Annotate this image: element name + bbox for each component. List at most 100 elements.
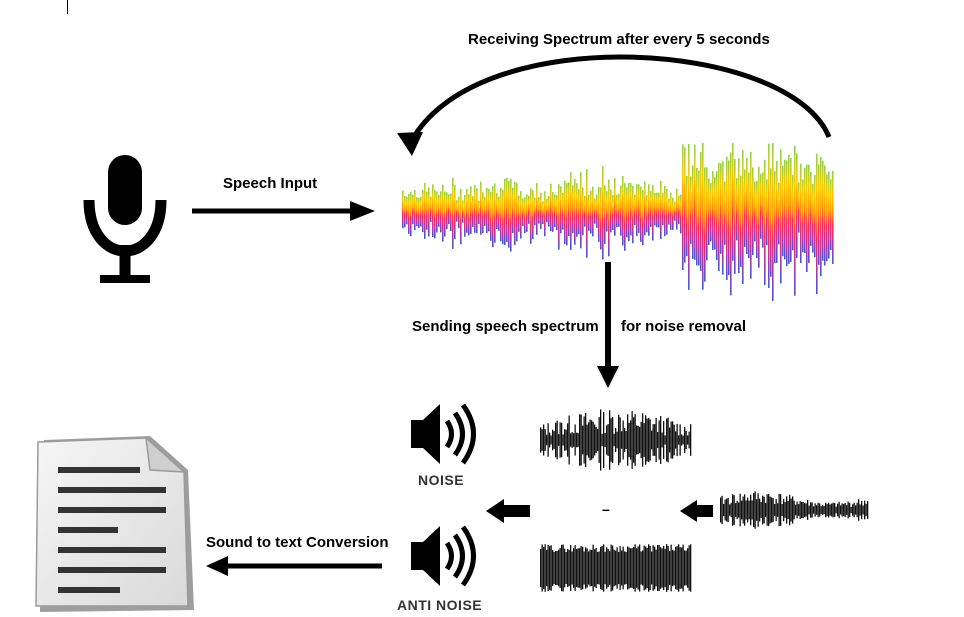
spectrum-bar bbox=[670, 192, 672, 230]
waveform-bar bbox=[678, 435, 680, 445]
waveform-bar bbox=[799, 501, 801, 519]
spectrum-bar bbox=[712, 171, 714, 251]
waveform-bar bbox=[678, 544, 680, 592]
waveform-bar bbox=[735, 503, 737, 517]
sending-spectrum-label: Sending speech spectrum bbox=[412, 318, 599, 335]
spectrum-bar bbox=[616, 195, 618, 228]
spectrum-bar bbox=[632, 185, 634, 244]
waveform-bar bbox=[723, 503, 725, 517]
waveform-bar bbox=[540, 549, 542, 587]
waveform-bar bbox=[658, 420, 660, 460]
spectrum-bar bbox=[610, 189, 612, 233]
waveform-bar bbox=[576, 432, 578, 448]
waveform-bar bbox=[690, 544, 692, 592]
spectrum-bar bbox=[826, 174, 828, 262]
waveform-bar bbox=[606, 425, 608, 455]
waveform-bar bbox=[613, 433, 615, 447]
spectrum-bar bbox=[570, 172, 572, 250]
waveform-bar bbox=[633, 417, 635, 463]
anti-noise-speaker-icon bbox=[411, 525, 476, 587]
anti-noise-waveform bbox=[540, 544, 692, 592]
waveform-bar bbox=[726, 498, 728, 522]
spectrum-bar bbox=[648, 184, 650, 236]
waveform-bar bbox=[637, 425, 639, 455]
waveform-bar bbox=[651, 430, 653, 450]
waveform-bar bbox=[628, 422, 630, 458]
waveform-bar bbox=[688, 545, 690, 591]
waveform-bar bbox=[604, 551, 606, 585]
waveform-bar bbox=[619, 417, 621, 463]
waveform-bar bbox=[660, 547, 662, 589]
waveform-bar bbox=[640, 421, 642, 459]
spectrum-bar bbox=[666, 188, 668, 235]
spectrum-bar bbox=[576, 183, 578, 237]
spectrum-bar bbox=[740, 175, 742, 267]
waveform-bar bbox=[807, 500, 809, 520]
spectrum-bar bbox=[578, 189, 580, 235]
spectrum-bar bbox=[500, 187, 502, 242]
waveform-bar bbox=[570, 433, 572, 447]
waveform-bar bbox=[835, 506, 837, 514]
spectrum-bar bbox=[470, 186, 472, 234]
waveform-bar bbox=[618, 551, 620, 585]
spectrum-bar bbox=[468, 194, 470, 236]
waveform-bar bbox=[775, 498, 777, 522]
waveform-bar bbox=[592, 421, 594, 459]
waveform-bar bbox=[739, 493, 741, 527]
waveform-bar bbox=[676, 423, 678, 457]
waveform-bar bbox=[607, 548, 609, 588]
spectrum-bar bbox=[536, 183, 538, 235]
spectrum-bar bbox=[476, 188, 478, 234]
waveform-bar bbox=[601, 433, 603, 447]
spectrum-bar bbox=[696, 167, 698, 266]
waveform-bar bbox=[679, 547, 681, 589]
waveform-bar bbox=[564, 548, 566, 588]
spectrum-bar bbox=[722, 161, 724, 275]
waveform-bar bbox=[856, 502, 858, 518]
spectrum-bar bbox=[758, 166, 760, 268]
waveform-bar bbox=[615, 550, 617, 586]
spectrum-bar bbox=[668, 198, 670, 225]
waveform-bar bbox=[559, 547, 561, 589]
spectrum-bar bbox=[430, 196, 432, 222]
spectrum-bar bbox=[442, 184, 444, 242]
waveform-bar bbox=[733, 495, 735, 525]
spectrum-bar bbox=[628, 182, 630, 242]
spectrum-bar bbox=[588, 194, 590, 231]
spectrum-bar bbox=[552, 192, 554, 232]
waveform-bar bbox=[553, 431, 555, 449]
waveform-bar bbox=[844, 502, 846, 518]
waveform-bar bbox=[840, 505, 842, 515]
waveform-bar bbox=[796, 501, 798, 519]
waveform-bar bbox=[585, 547, 587, 589]
waveform-bar bbox=[604, 432, 606, 448]
spectrum-bar bbox=[464, 195, 466, 237]
waveform-bar bbox=[586, 424, 588, 456]
waveform-bar bbox=[861, 500, 863, 520]
waveform-bar bbox=[613, 549, 615, 587]
spectrum-bar bbox=[516, 182, 518, 242]
spectrum-bar bbox=[800, 163, 802, 264]
anti-noise-caption: ANTI NOISE bbox=[397, 597, 483, 613]
feedback-arc-arrow bbox=[397, 54, 832, 156]
waveform-bar bbox=[724, 499, 726, 521]
waveform-bar bbox=[565, 551, 567, 585]
spectrum-bar bbox=[690, 176, 692, 244]
waveform-bar bbox=[646, 418, 648, 462]
waveform-bar bbox=[616, 547, 618, 589]
waveform-bar bbox=[543, 547, 545, 589]
spectrum-bar bbox=[784, 159, 786, 260]
waveform-bar bbox=[603, 411, 605, 469]
waveform-bar bbox=[556, 551, 558, 585]
waveform-bar bbox=[636, 548, 638, 588]
spectrum-bar bbox=[402, 190, 404, 229]
waveform-bar bbox=[591, 420, 593, 460]
spectrum-bar bbox=[812, 183, 814, 253]
spectrum-bar bbox=[820, 156, 822, 277]
waveform-bar bbox=[561, 544, 563, 592]
waveform-bar bbox=[627, 414, 629, 466]
spectrum-bar bbox=[524, 197, 526, 234]
waveform-bar bbox=[627, 546, 629, 590]
spectrum-bar bbox=[510, 178, 512, 252]
